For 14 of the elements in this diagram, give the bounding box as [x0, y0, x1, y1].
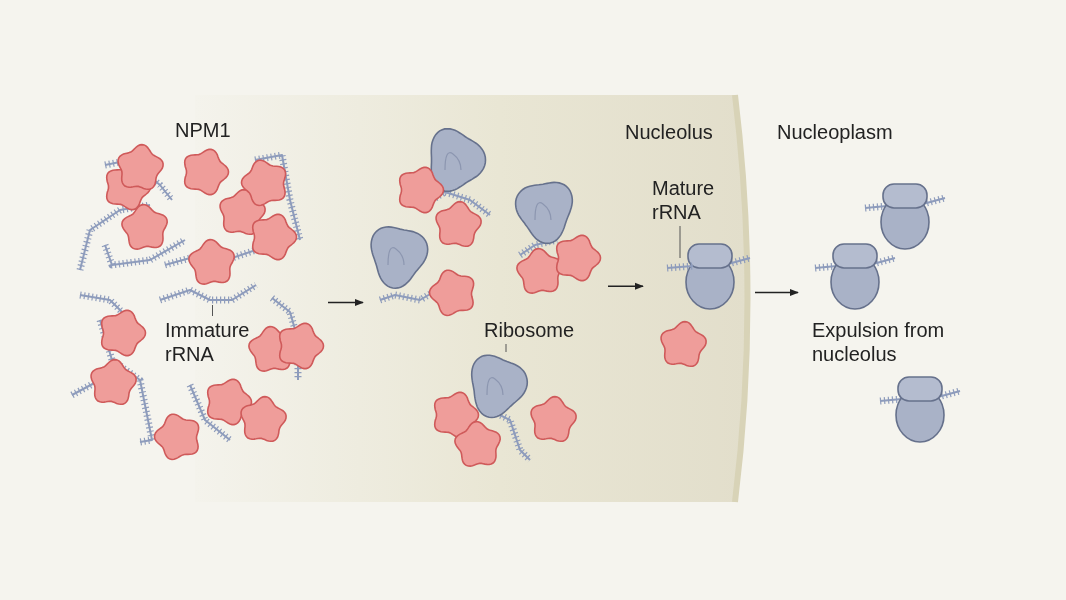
arrow	[754, 288, 799, 297]
stage-caption: Expulsion from nucleolus	[812, 318, 946, 366]
part-label: Ribosome	[484, 318, 594, 342]
leader-line	[212, 304, 213, 317]
rrna-strand-drawing	[156, 281, 260, 305]
part-label: Mature rRNA	[652, 176, 736, 224]
region-label: Nucleolus	[625, 120, 713, 144]
leader-line	[505, 343, 507, 353]
protein-label: NPM1	[175, 118, 231, 142]
arrow	[327, 298, 364, 307]
part-label: Immature rRNA	[165, 318, 277, 366]
region-label: Nucleoplasm	[777, 120, 893, 144]
arrow	[607, 282, 644, 290]
leader-line	[679, 225, 681, 259]
